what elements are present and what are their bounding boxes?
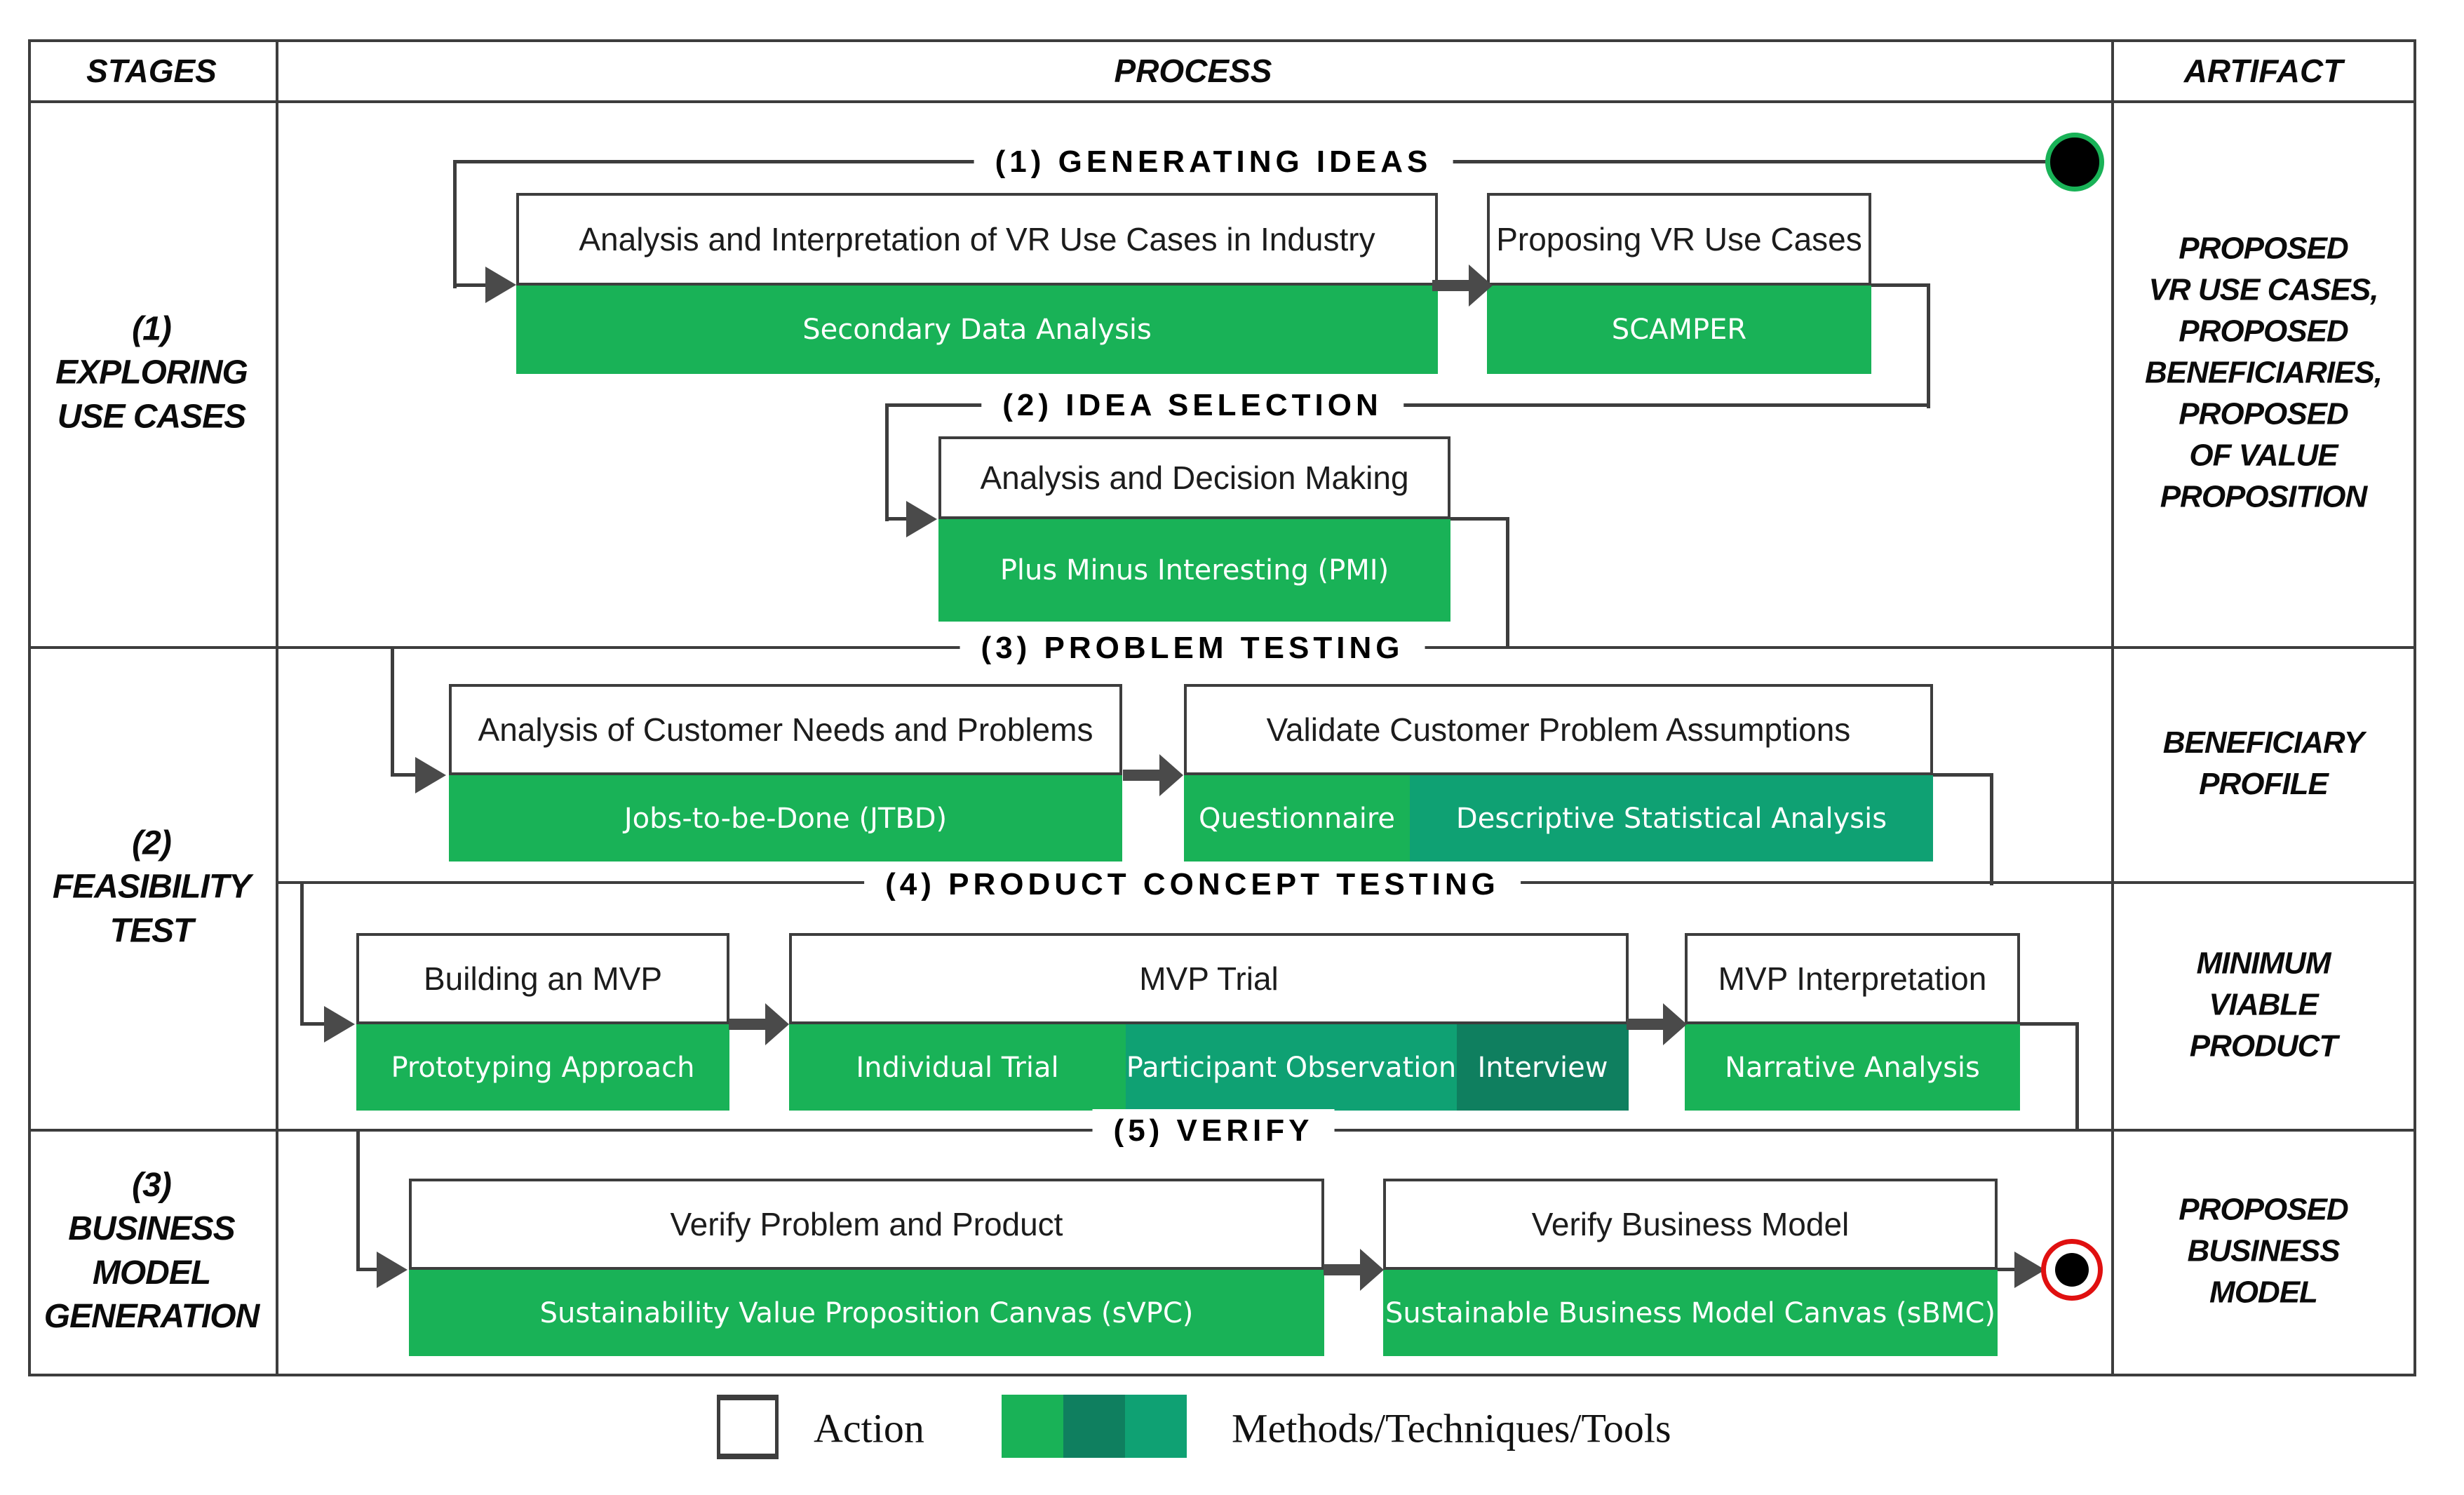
phase-idea-selection: (2) IDEA SELECTION [981, 384, 1403, 427]
phase2-line [885, 403, 1930, 407]
connector-line [356, 1129, 360, 1271]
stage-exploring-use-cases: (1) EXPLORING USE CASES [55, 310, 248, 436]
phase-product-concept-testing: (4) PRODUCT CONCEPT TESTING [864, 863, 1521, 906]
unit-sbmc: Verify Business Model Sustainable Busine… [1383, 1179, 1998, 1356]
action-box: Proposing VR Use Cases [1487, 193, 1871, 286]
action-box: Verify Problem and Product [409, 1179, 1324, 1270]
arrowhead-icon [324, 1006, 355, 1043]
artifact-beneficiary-profile: BENEFICIARY PROFILE [2162, 725, 2364, 801]
column-header-process: PROCESS [1114, 53, 1272, 89]
end-node-dot [2055, 1253, 2089, 1287]
unit-pmi: Analysis and Decision Making Plus Minus … [938, 436, 1450, 622]
unit-scamper: Proposing VR Use Cases SCAMPER [1487, 193, 1871, 374]
action-box: MVP Interpretation [1685, 933, 2020, 1024]
arrowhead-icon [906, 501, 937, 537]
method-box: Secondary Data Analysis [516, 286, 1438, 374]
method-box: Interview [1457, 1024, 1629, 1111]
artifact-proposed-vr-use-cases: PROPOSED VR USE CASES, PROPOSED BENEFICI… [2144, 231, 2383, 514]
header-divider [28, 100, 2416, 103]
connector-line [453, 283, 495, 287]
action-box: Validate Customer Problem Assumptions [1184, 684, 1933, 775]
method-box: Questionnaire [1184, 775, 1410, 862]
connector-line [1933, 773, 1993, 777]
artifact-minimum-viable-product: MINIMUM VIABLE PRODUCT [2189, 946, 2338, 1064]
legend-methods-label: Methods/Techniques/Tools [1232, 1405, 1671, 1452]
legend-swatch-medium-green [1125, 1395, 1187, 1458]
connector-line [391, 646, 394, 777]
action-box: Verify Business Model [1383, 1179, 1998, 1270]
action-box: Analysis of Customer Needs and Problems [449, 684, 1122, 775]
legend-action-swatch [717, 1395, 779, 1459]
connector-line [885, 517, 920, 521]
flow-arrow-icon [1324, 1249, 1384, 1291]
column-header-stages: STAGES [86, 53, 217, 89]
method-box: Plus Minus Interesting (PMI) [938, 519, 1450, 622]
connector-line [391, 773, 429, 777]
method-box: Sustainability Value Proposition Canvas … [409, 1270, 1324, 1356]
method-box: SCAMPER [1487, 286, 1871, 374]
legend-action-label: Action [814, 1405, 924, 1452]
method-box: Individual Trial [789, 1024, 1126, 1111]
arrowhead-icon [2014, 1252, 2045, 1288]
unit-mvp-trial: MVP Trial Individual Trial Participant O… [789, 933, 1629, 1111]
table-border-right [2413, 39, 2416, 1376]
legend-swatch-dark-green [1063, 1395, 1125, 1458]
connector-line [1450, 517, 1509, 521]
table-border-left [28, 39, 31, 1376]
action-box: Building an MVP [356, 933, 729, 1024]
connector-line [885, 403, 889, 521]
arrowhead-icon [415, 757, 446, 793]
connector-line [2020, 1022, 2079, 1026]
connector-line [1871, 283, 1930, 287]
artifact-proposed-business-model: PROPOSED BUSINESS MODEL [2179, 1192, 2348, 1310]
method-box: Jobs-to-be-Done (JTBD) [449, 775, 1122, 862]
unit-narrative-analysis: MVP Interpretation Narrative Analysis [1685, 933, 2020, 1111]
arrowhead-icon [485, 267, 516, 303]
flow-arrow-icon [1123, 754, 1183, 796]
column-header-artifact: ARTIFACT [2183, 53, 2343, 89]
unit-secondary-data-analysis: Analysis and Interpretation of VR Use Ca… [516, 193, 1438, 374]
stages-process-divider [276, 39, 278, 1376]
method-box: Narrative Analysis [1685, 1024, 2020, 1111]
action-box: Analysis and Decision Making [938, 436, 1450, 519]
action-box: MVP Trial [789, 933, 1629, 1024]
connector-line [2075, 1022, 2079, 1132]
arrowhead-icon [377, 1252, 408, 1288]
legend-swatch-bright-green [1002, 1395, 1063, 1458]
unit-svpc: Verify Problem and Product Sustainabilit… [409, 1179, 1324, 1356]
start-node-icon [2045, 133, 2104, 192]
flow-arrow-icon [729, 1003, 789, 1045]
connector-line [300, 883, 304, 1026]
connector-line [1927, 283, 1930, 408]
connector-line [1506, 517, 1509, 649]
stage-feasibility-test: (2) FEASIBILITY TEST [52, 824, 251, 950]
connector-line [453, 160, 457, 288]
connector-line [1990, 773, 1993, 885]
unit-prototyping: Building an MVP Prototyping Approach [356, 933, 729, 1111]
flow-arrow-icon [1432, 264, 1493, 307]
method-box: Descriptive Statistical Analysis [1410, 775, 1933, 862]
legend-methods-swatch [1002, 1395, 1187, 1458]
table-border-bottom [28, 1374, 2416, 1376]
connector-line [300, 1022, 337, 1026]
unit-jtbd: Analysis of Customer Needs and Problems … [449, 684, 1122, 862]
phase-generating-ideas: (1) GENERATING IDEAS [974, 140, 1453, 184]
phase-problem-testing: (3) PROBLEM TESTING [960, 626, 1425, 670]
phase-verify: (5) VERIFY [1092, 1109, 1335, 1153]
connector-line [356, 1268, 390, 1271]
end-node-icon [2041, 1239, 2103, 1301]
method-box: Participant Observation [1126, 1024, 1457, 1111]
action-box: Analysis and Interpretation of VR Use Ca… [516, 193, 1438, 286]
flow-arrow-icon [1627, 1003, 1687, 1045]
unit-validate-assumptions: Validate Customer Problem Assumptions Qu… [1184, 684, 1933, 862]
process-artifact-divider [2111, 39, 2114, 1376]
stage-business-model-generation: (3) BUSINESS MODEL GENERATION [43, 1167, 260, 1336]
method-box: Prototyping Approach [356, 1024, 729, 1111]
method-box: Sustainable Business Model Canvas (sBMC) [1383, 1270, 1998, 1356]
table-border-top [28, 39, 2416, 42]
